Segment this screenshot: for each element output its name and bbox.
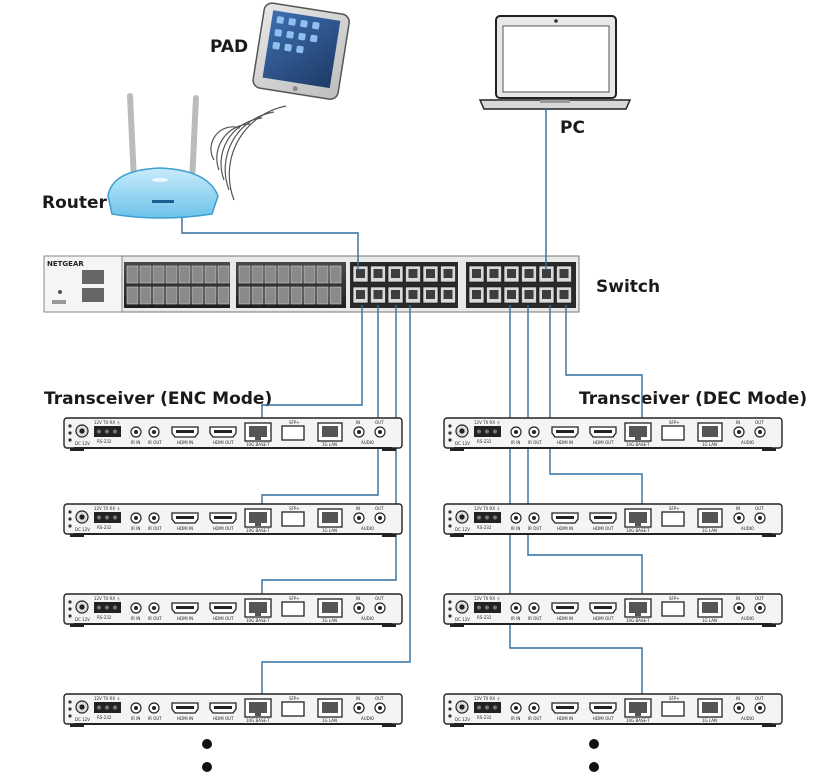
router-label: Router [42,193,108,213]
wifi-signal-icon [210,105,287,201]
rj45-port-socket [559,269,569,278]
sfp-port [152,265,165,284]
dec-transceiver-3 [443,593,783,628]
rj45-port-socket [472,290,481,299]
sfp-port [329,286,342,305]
rj45-port-socket [507,290,516,299]
sfp-port [204,265,217,284]
sfp-port [316,265,329,284]
rj45-port-socket [426,290,435,299]
pad-label: PAD [210,37,248,57]
rj45-port-socket [524,290,534,299]
dec-transceiver-1 [443,417,783,452]
dec-transceiver-4 [443,693,783,728]
rj45-port-socket [443,269,453,278]
enc-transceiver-1 [63,417,403,452]
pc-laptop-icon [478,15,632,110]
sfp-port [329,265,342,284]
sfp-port [165,265,178,284]
enc-group-label: Transceiver (ENC Mode) [44,389,272,409]
sfp-port [290,286,303,305]
enc-more-dots [202,739,212,772]
sfp-port [303,286,316,305]
sfp-port [277,265,290,284]
sfp-port [264,286,277,305]
sfp-port [277,286,290,305]
rj45-port-socket [542,290,551,299]
sfp-port [303,265,316,284]
rj45-port-socket [356,290,365,299]
sfp-port [178,286,191,305]
sfp-port [217,265,230,284]
pad-tablet-icon [252,2,350,100]
rj45-port-socket [559,290,569,299]
rj45-port-socket [524,269,534,278]
sfp-port [152,286,165,305]
sfp-port [251,265,264,284]
rj45-port-socket [391,269,400,278]
enc-transceiver-4 [63,693,403,728]
dec-more-dots [589,739,599,772]
rj45-port-socket [443,290,453,299]
switch-brand-label: NETGEAR [47,260,84,268]
rj45-port-socket [373,269,383,278]
sfp-port [316,286,329,305]
rj45-port-socket [472,269,481,278]
sfp-port [126,265,139,284]
rj45-port-socket [489,290,499,299]
rj45-port-socket [489,269,499,278]
rj45-port-socket [356,269,365,278]
dec-transceiver-2 [443,503,783,538]
enc-transceiver-2 [63,503,403,538]
sfp-port [126,286,139,305]
sfp-port [251,286,264,305]
rj45-port-socket [426,269,435,278]
pc-label: PC [560,118,585,138]
sfp-port [178,265,191,284]
sfp-port [165,286,178,305]
rj45-port-socket [408,290,418,299]
sfp-port [191,286,204,305]
sfp-port [217,286,230,305]
enc-transceiver-3 [63,593,403,628]
rj45-port-socket [373,290,383,299]
rj45-port-socket [391,290,400,299]
sfp-port [264,265,277,284]
rj45-port-socket [408,269,418,278]
router-icon [107,93,219,219]
switch-label: Switch [596,277,660,297]
sfp-port [139,265,152,284]
sfp-port [191,265,204,284]
sfp-port [238,265,251,284]
dec-group-label: Transceiver (DEC Mode) [579,389,807,409]
rj45-port-socket [507,269,516,278]
rj45-port-socket [542,269,551,278]
sfp-port [290,265,303,284]
sfp-port [238,286,251,305]
sfp-port [139,286,152,305]
network-switch-icon: NETGEAR [43,255,580,313]
sfp-port [204,286,217,305]
